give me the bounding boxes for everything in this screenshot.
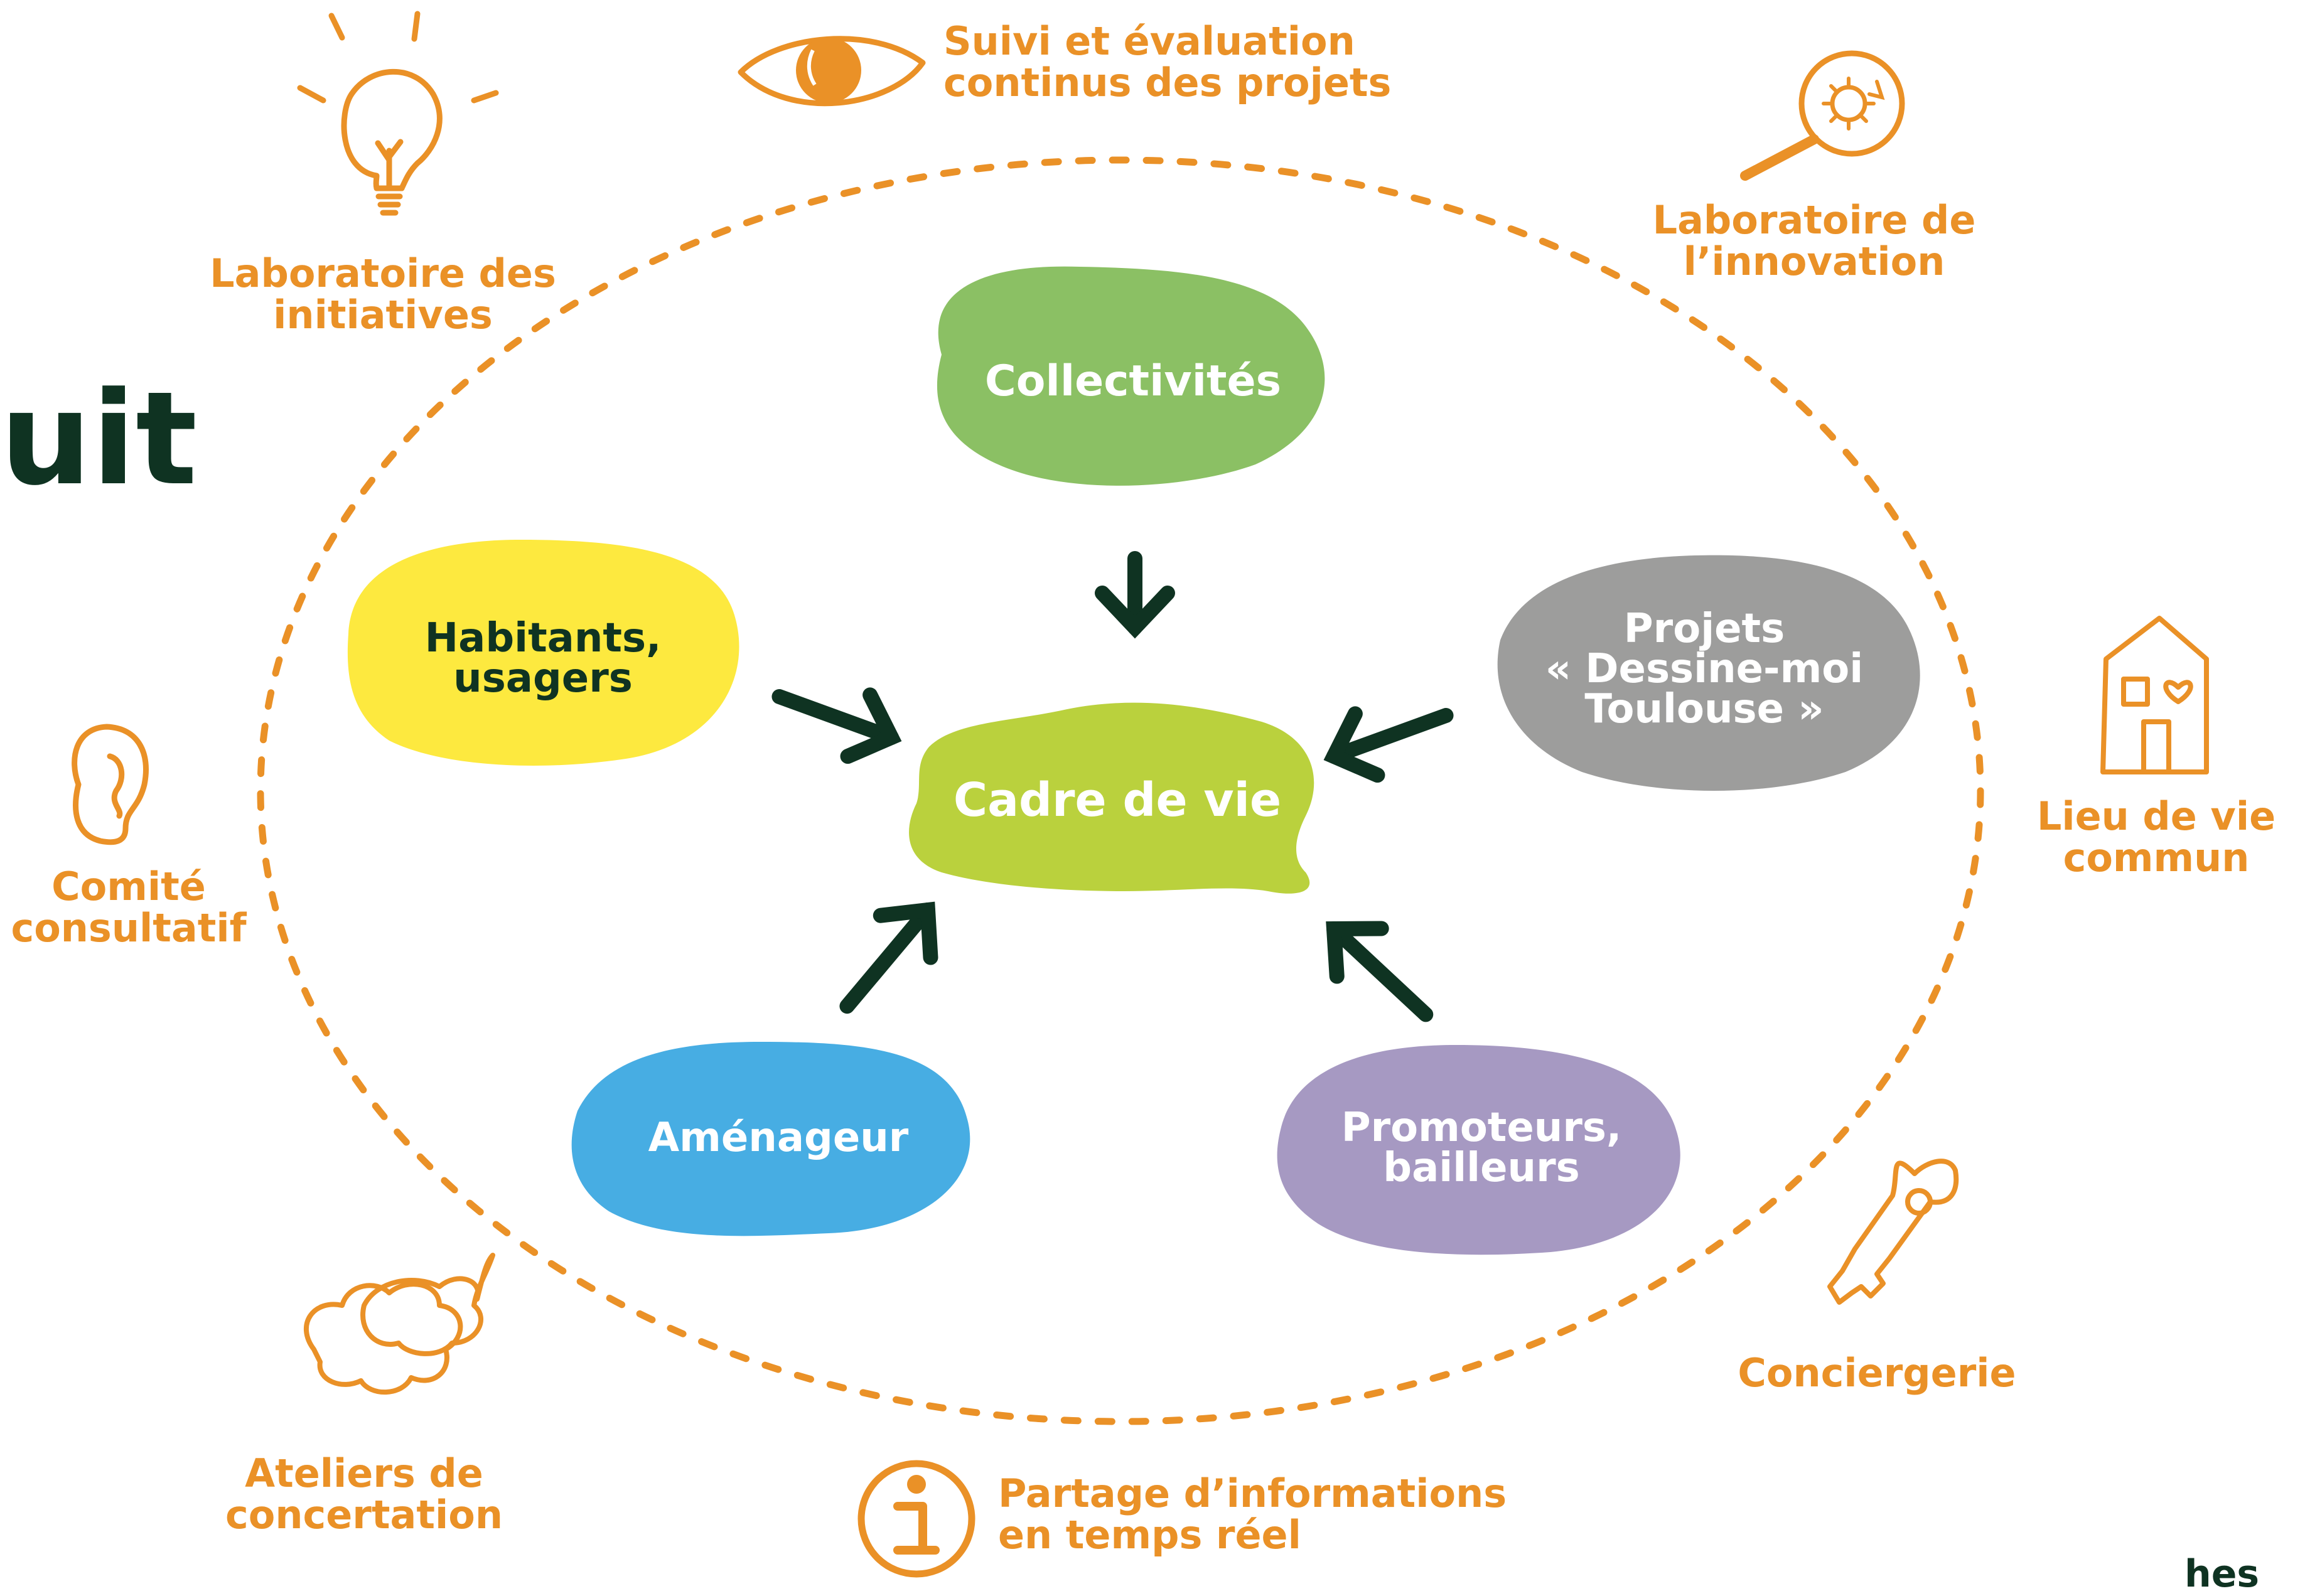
actor-label-line: « Dessine-moi: [1545, 646, 1864, 692]
actor-blob-habitants: [347, 540, 739, 766]
arrow-from-promoteurs: [1326, 921, 1434, 1022]
label-line: Laboratoire de: [1652, 197, 1976, 243]
label-line: Ateliers de: [245, 1450, 483, 1496]
ear-icon: [72, 724, 149, 845]
label-line: Conciergerie: [1738, 1350, 2016, 1396]
label-line: Partage d’informations: [998, 1470, 1507, 1516]
arrow-from-amenageur: [839, 901, 938, 1014]
label-ateliers-concertation: Ateliers de concertation: [201, 1453, 527, 1536]
actor-label-line: Habitants,: [424, 615, 662, 661]
center-label-text: Cadre de vie: [953, 773, 1282, 827]
center-blob: [909, 702, 1314, 894]
key-icon: [1827, 1159, 1959, 1305]
label-suivi-evaluation: Suivi et évaluation continus des projets: [943, 21, 1391, 104]
label-line: en temps réel: [998, 1512, 1301, 1558]
label-line: Laboratoire des: [210, 250, 556, 296]
label-lieu-de-vie: Lieu de vie commun: [2015, 796, 2297, 879]
actor-label-projets: Projets « Dessine-moi Toulouse »: [1494, 609, 1915, 729]
arrow-from-habitants: [771, 687, 902, 764]
arrow-from-collectivites: [1095, 551, 1175, 639]
actor-blob-collectivites: [937, 266, 1325, 486]
label-line: Comité: [51, 864, 206, 909]
arrow-from-projets: [1323, 706, 1454, 783]
label-line: commun: [2063, 835, 2250, 881]
label-comite-consultatif: Comité consultatif: [6, 866, 251, 949]
lightbulb-icon: [297, 11, 499, 216]
actor-label-line: Collectivités: [984, 356, 1282, 406]
label-conciergerie: Conciergerie: [1720, 1352, 2034, 1394]
actor-blob-projets: [1497, 555, 1920, 791]
label-line: initiatives: [273, 292, 493, 338]
actor-label-line: usagers: [453, 655, 633, 702]
label-line: Lieu de vie: [2036, 793, 2276, 839]
info-icon: [857, 1460, 975, 1578]
actor-label-line: Projets: [1623, 606, 1785, 652]
brand-logo-fragment: hes: [2184, 1552, 2260, 1596]
label-partage-informations: Partage d’informations en temps réel: [998, 1473, 1507, 1556]
label-line: consultatif: [11, 905, 247, 951]
stakeholder-ring: [257, 156, 1984, 1425]
center-label: Cadre de vie: [916, 776, 1318, 824]
actor-label-line: Toulouse »: [1584, 686, 1824, 732]
label-line: Suivi et évaluation: [943, 18, 1355, 64]
label-laboratoire-innovation: Laboratoire de l’innovation: [1626, 200, 2002, 282]
actor-label-amenageur: Aménageur: [584, 1117, 973, 1159]
actor-label-line: Aménageur: [648, 1115, 909, 1161]
actor-label-line: bailleurs: [1383, 1145, 1580, 1191]
house-heart-icon: [2100, 616, 2209, 774]
actor-label-collectivites: Collectivités: [935, 360, 1331, 404]
label-line: l’innovation: [1683, 238, 1945, 284]
actor-label-line: Promoteurs,: [1341, 1105, 1622, 1151]
label-line: concertation: [225, 1492, 503, 1538]
speech-bubbles-icon: [304, 1253, 495, 1395]
magnifier-icon: [1740, 50, 1905, 181]
label-line: continus des projets: [943, 60, 1392, 105]
actor-label-habitants: Habitants, usagers: [358, 618, 728, 699]
label-laboratoire-initiatives: Laboratoire des initiatives: [182, 253, 584, 336]
actor-blob-amenageur: [571, 1042, 970, 1236]
actor-label-promoteurs: Promoteurs, bailleurs: [1281, 1108, 1682, 1188]
page-title-fragment: uit: [0, 365, 198, 514]
actor-blob-promoteurs: [1277, 1045, 1680, 1255]
eye-icon: [738, 36, 926, 107]
